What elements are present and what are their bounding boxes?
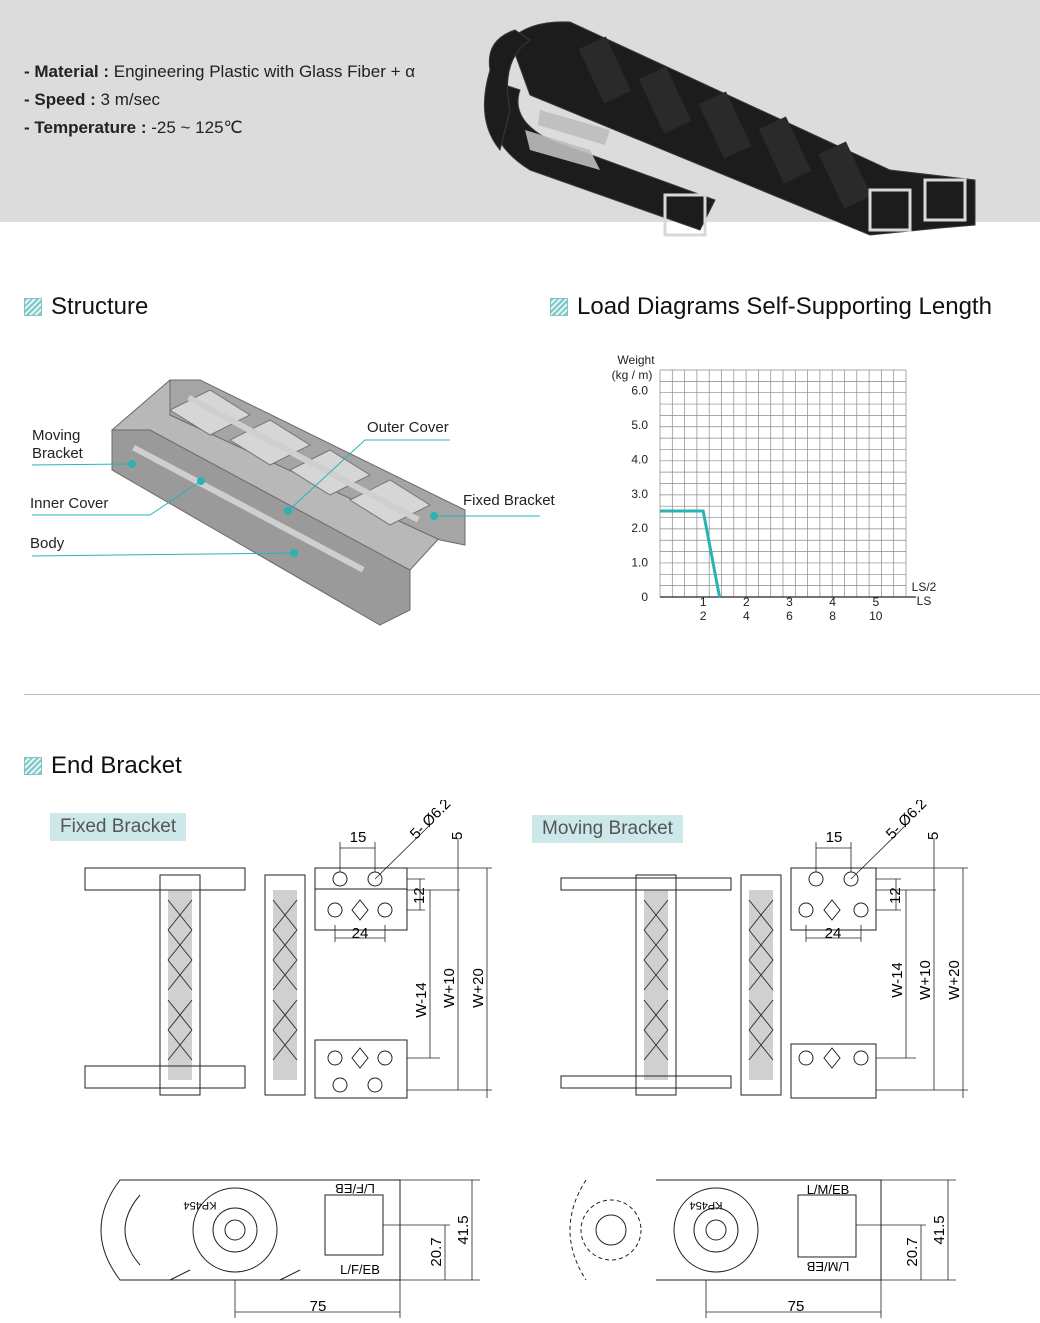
x-tick-label-ls: 8	[829, 609, 836, 623]
dim-75: 75	[788, 1298, 805, 1315]
dim-holes: 5- Ø6.2	[407, 800, 454, 843]
spec-material: - Material : Engineering Plastic with Gl…	[24, 62, 416, 81]
label-inner-cover: Inner Cover	[30, 495, 109, 512]
dim-w+20: W+20	[470, 968, 487, 1008]
label-body: Body	[30, 535, 65, 552]
dim-41-5: 41.5	[455, 1215, 472, 1244]
section-divider	[24, 694, 1040, 695]
x-tick-label-ls2: 2	[743, 595, 750, 609]
spec-temperature: - Temperature : -25 ~ 125℃	[24, 118, 243, 137]
moving-bracket-tag: Moving Bracket	[532, 815, 683, 843]
dim-w+20: W+20	[946, 960, 963, 1000]
spec-list: - Material : Engineering Plastic with Gl…	[24, 58, 415, 142]
load-diagram-heading: Load Diagrams Self-Supporting Length	[550, 293, 992, 321]
x-tick-label-ls: 4	[743, 609, 750, 623]
dim-12: 12	[887, 887, 904, 904]
structure-heading: Structure	[24, 293, 148, 321]
dim-20-7: 20.7	[428, 1237, 445, 1266]
label-outer-cover: Outer Cover	[367, 419, 449, 436]
dim-w+10: W+10	[441, 968, 458, 1008]
dim-24: 24	[825, 925, 842, 942]
chart-grid	[659, 369, 916, 598]
label-moving-bracket: Moving Bracket	[32, 427, 83, 462]
dim-20-7: 20.7	[904, 1237, 921, 1266]
cable-chain-photo	[483, 21, 976, 237]
y-ticks: 6.0 5.0 4.0 3.0 2.0 1.0 0	[631, 384, 648, 604]
side-label-bottom: L/M/EB	[807, 1259, 850, 1274]
y-tick-label: 4.0	[631, 452, 648, 466]
x-tick-label-ls: 6	[786, 609, 793, 623]
load-line	[660, 509, 722, 598]
x-tick-label-ls: 10	[869, 609, 883, 623]
part-marking: KP454	[183, 1199, 216, 1211]
y-axis-label-1: Weight	[617, 353, 655, 367]
x-tick-label-ls2: 5	[872, 595, 879, 609]
y-tick-label: 3.0	[631, 487, 648, 501]
dim-w-14: W-14	[413, 982, 430, 1018]
moving-bracket-side-view: L/M/EB L/M/EB KP454 75 20.7 41.5	[569, 1179, 956, 1318]
x-tick-label-ls: 2	[700, 609, 707, 623]
part-marking: KP454	[689, 1199, 722, 1211]
dim-15: 15	[350, 829, 367, 846]
fixed-bracket-side-view: L/F/EB L/F/EB KP454 75 20.7 41.5	[100, 1179, 480, 1318]
dim-5: 5	[925, 832, 942, 840]
dim-41-5: 41.5	[931, 1215, 948, 1244]
dim-w+10: W+10	[917, 960, 934, 1000]
label-fixed-bracket: Fixed Bracket	[463, 492, 555, 509]
y-tick-label: 5.0	[631, 418, 648, 432]
y-tick-label: 6.0	[631, 384, 648, 398]
side-label-top: L/F/EB	[335, 1181, 375, 1196]
load-chart: Weight (kg / m) 6.05.04.03.02.01.00 1224…	[612, 353, 937, 623]
y-tick-label: 0	[641, 590, 648, 604]
section-marker-icon	[24, 298, 42, 316]
x-axis-label-2: LS	[917, 594, 932, 608]
spec-speed: - Speed : 3 m/sec	[24, 90, 161, 109]
dim-5: 5	[449, 832, 466, 840]
dim-15: 15	[826, 829, 843, 846]
dim-12: 12	[411, 887, 428, 904]
moving-bracket-top-view: 15 5- Ø6.2 5 12 24 W-14 W+10 W+20	[560, 800, 968, 1099]
x-axis-label-1: LS/2	[912, 580, 937, 594]
y-tick-label: 2.0	[631, 521, 648, 535]
side-label-top: L/M/EB	[807, 1182, 850, 1197]
y-tick-label: 1.0	[631, 556, 648, 570]
dim-24: 24	[352, 925, 369, 942]
x-tick-label-ls2: 4	[829, 595, 836, 609]
dim-holes: 5- Ø6.2	[883, 800, 930, 843]
section-marker-icon	[24, 757, 42, 775]
structure-drawing	[31, 379, 540, 626]
fixed-bracket-tag: Fixed Bracket	[50, 813, 187, 841]
dim-w-14: W-14	[889, 962, 906, 998]
y-axis-label-2: (kg / m)	[612, 368, 653, 382]
fixed-bracket-top-view: 15 5- Ø6.2 5 12 24 W-14 W+10 W+20	[84, 800, 492, 1099]
x-tick-label-ls2: 1	[700, 595, 707, 609]
dim-75: 75	[310, 1298, 327, 1315]
section-marker-icon	[550, 298, 568, 316]
x-tick-label-ls2: 3	[786, 595, 793, 609]
side-label-bottom: L/F/EB	[340, 1262, 380, 1277]
end-bracket-heading: End Bracket	[24, 752, 182, 780]
